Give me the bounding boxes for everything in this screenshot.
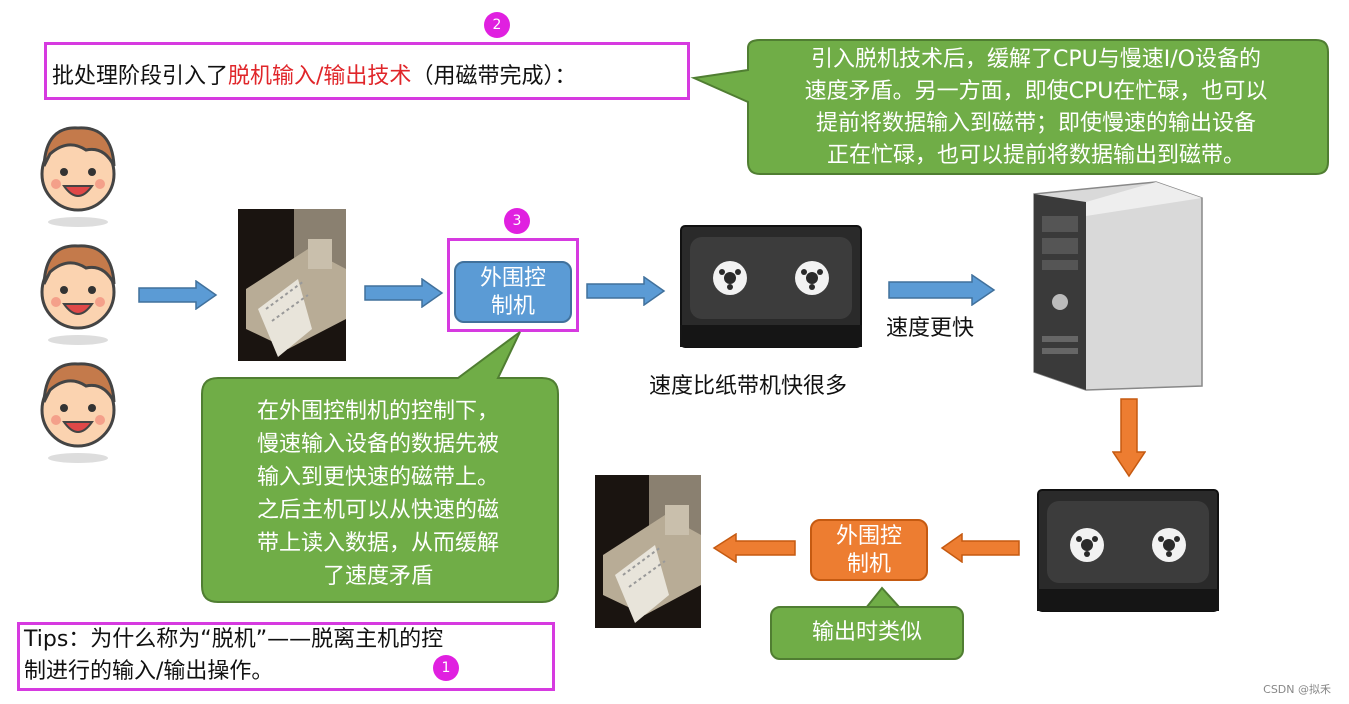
tape-drive-icon (680, 225, 862, 348)
title-prefix: 批处理阶段引入了 (52, 64, 228, 89)
top-callout-line: 正在忙碌，也可以提前将数据输出到磁带。 (750, 140, 1322, 172)
tips-line2: 制进行的输入/输出操作。 (24, 656, 552, 688)
middle-callout-line: 带上读入数据，从而缓解 (206, 527, 550, 560)
middle-callout-line: 慢速输入设备的数据先被 (206, 428, 550, 461)
middle-callout-line: 之后主机可以从快速的磁 (206, 494, 550, 527)
controller-in-line1: 外围控 (456, 265, 570, 293)
top-callout-line: 引入脱机技术后，缓解了CPU与慢速I/O设备的 (750, 44, 1322, 76)
tips-line1: Tips：为什么称为“脱机”——脱离主机的控 (24, 624, 552, 656)
controller-out-line1: 外围控 (812, 523, 926, 551)
controller-out-line2: 制机 (812, 551, 926, 579)
badge-2: 2 (484, 12, 510, 38)
title-suffix: （用磁带完成）： (411, 64, 576, 89)
host-computer-icon (1026, 176, 1206, 394)
arrow-down-icon (1112, 398, 1146, 478)
title-highlight: 脱机输入/输出技术 (228, 64, 411, 89)
middle-callout-line: 了速度矛盾 (206, 560, 550, 593)
middle-callout-line: 输入到更快速的磁带上。 (206, 461, 550, 494)
badge-1: 1 (433, 655, 459, 681)
faster-label: 速度更快 (886, 310, 974, 342)
paper-tape-machine-icon (595, 475, 701, 628)
top-callout-line: 速度矛盾。另一方面，即使CPU在忙碌，也可以 (750, 76, 1322, 108)
users-group (34, 120, 122, 465)
user-face-icon (42, 128, 114, 227)
arrow-right-icon (888, 274, 998, 306)
top-callout-text: 引入脱机技术后，缓解了CPU与慢速I/O设备的 速度矛盾。另一方面，即使CPU在… (750, 44, 1322, 172)
peripheral-controller-input: 外围控 制机 (454, 261, 572, 323)
page-title: 批处理阶段引入了脱机输入/输出技术（用磁带完成）： (52, 58, 576, 90)
controller-in-line2: 制机 (456, 293, 570, 321)
tips-text: Tips：为什么称为“脱机”——脱离主机的控 制进行的输入/输出操作。 (24, 624, 552, 688)
arrow-right-icon (138, 280, 218, 310)
peripheral-controller-output: 外围控 制机 (810, 519, 928, 581)
arrow-right-icon (364, 278, 444, 308)
badge-3: 3 (504, 208, 530, 234)
tape-drive-icon (1037, 489, 1219, 612)
user-face-icon (42, 246, 114, 345)
top-callout-line: 提前将数据输入到磁带；即使慢速的输出设备 (750, 108, 1322, 140)
output-note: 输出时类似 (770, 606, 964, 660)
watermark: CSDN @拟禾 (1263, 681, 1331, 697)
tape-speed-label: 速度比纸带机快很多 (649, 368, 847, 400)
arrow-right-icon (586, 276, 666, 306)
arrow-left-icon (712, 533, 796, 563)
arrow-left-icon (940, 533, 1020, 563)
middle-callout-line: 在外围控制机的控制下， (206, 395, 550, 428)
user-face-icon (42, 364, 114, 463)
middle-callout-text: 在外围控制机的控制下， 慢速输入设备的数据先被 输入到更快速的磁带上。 之后主机… (206, 395, 550, 593)
